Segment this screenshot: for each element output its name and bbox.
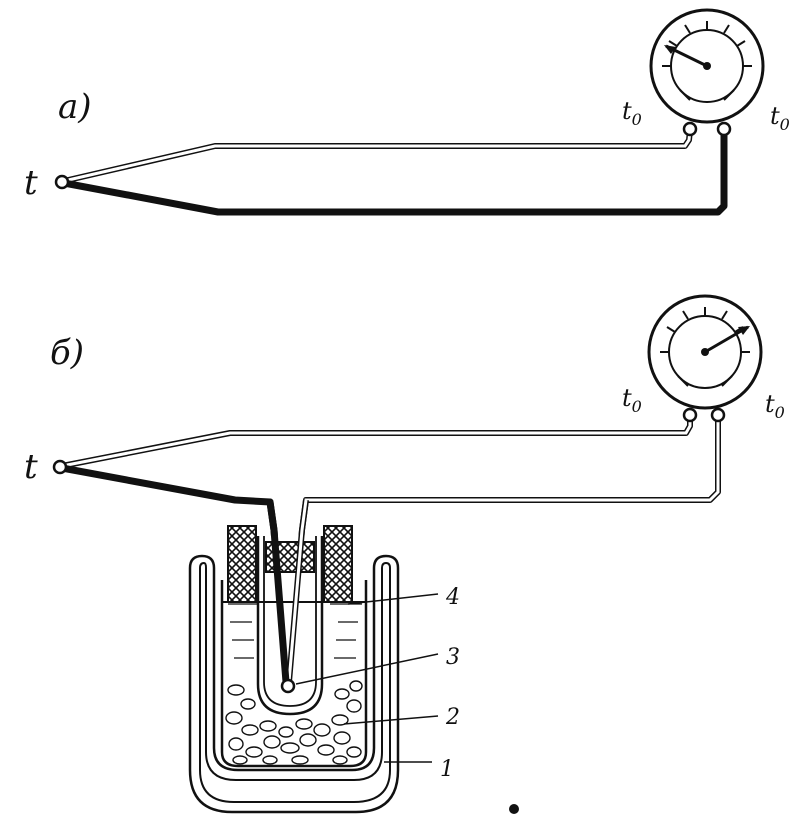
panel-b-hot-junction (52, 459, 68, 475)
panel-b-cold-right-label: t0 (765, 390, 785, 422)
panel-a-cold-right-label: t0 (770, 102, 790, 134)
dewar-vessel (188, 498, 400, 814)
panel-a: a) t (24, 8, 790, 216)
cold-junction (280, 678, 296, 694)
panel-b-terminal-right (710, 407, 726, 423)
panel-b-meter (647, 294, 763, 423)
panel-a-hot-junction-label: t (24, 163, 38, 203)
part-label-2: 2 (445, 705, 460, 730)
panel-b-hot-junction-label: t (24, 447, 38, 487)
ice-chunks (225, 680, 363, 765)
ink-dot (509, 804, 519, 814)
panel-b-thin-wire-lower (286, 416, 721, 683)
panel-a-thick-wire (60, 126, 728, 216)
part-label-1: 1 (440, 757, 454, 782)
panel-b-terminal-left (682, 407, 698, 423)
panel-a-thin-wire (63, 129, 693, 184)
panel-b-cold-left-label: t0 (622, 384, 642, 416)
panel-a-label: a) (58, 87, 92, 127)
part-callouts: 4 3 2 1 (295, 585, 460, 782)
panel-a-cold-left-label: t0 (622, 97, 642, 129)
panel-a-terminal-right (716, 121, 732, 137)
panel-a-meter (649, 8, 765, 137)
part-label-4: 4 (445, 585, 460, 610)
panel-b: б) t (24, 294, 785, 814)
panel-a-hot-junction (54, 174, 70, 190)
panel-b-thin-wire-upper (61, 416, 693, 469)
panel-b-label: б) (50, 333, 84, 373)
part-label-3: 3 (446, 645, 460, 670)
panel-a-terminal-left (682, 121, 698, 137)
